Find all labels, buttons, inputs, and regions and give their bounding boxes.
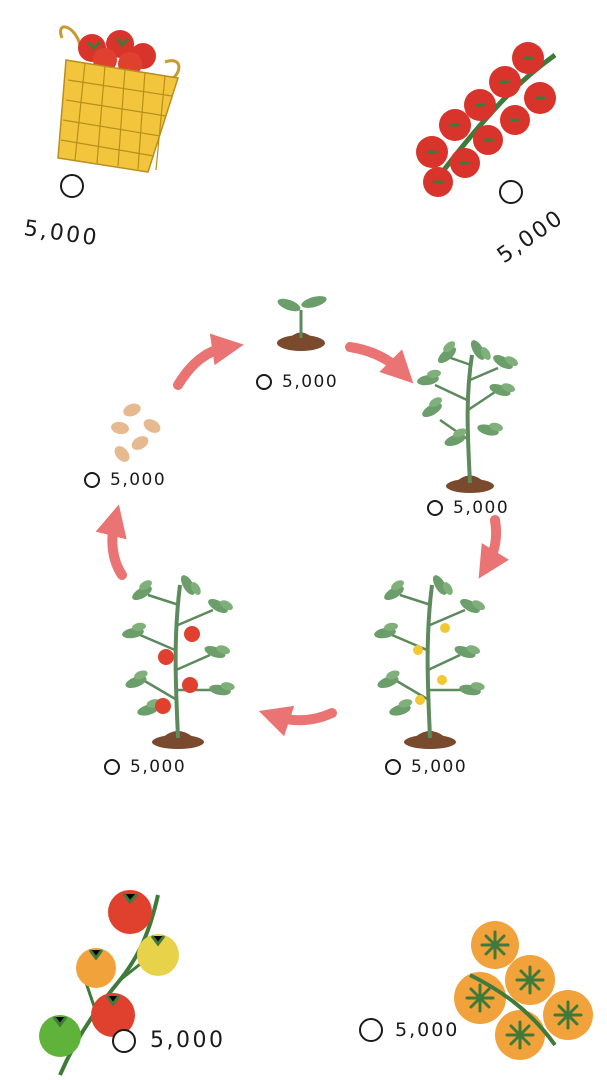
value-label: 5,000 [110, 470, 167, 490]
radio-button[interactable] [385, 759, 401, 775]
radio-button[interactable] [60, 174, 84, 198]
value-label: 5,000 [453, 498, 510, 518]
radio-button[interactable] [112, 1028, 136, 1053]
option-sprout[interactable]: 5,000 [256, 372, 338, 392]
orange-tomatoes-icon [454, 921, 593, 1060]
sprout-icon [277, 296, 327, 351]
arrow-fruiting-to-seeds [95, 504, 127, 580]
value-label: 5,000 [150, 1028, 226, 1053]
radio-button[interactable] [499, 180, 523, 204]
arrow-seeds-to-sprout [173, 333, 244, 390]
option-flowering-plant[interactable]: 5,000 [385, 757, 467, 777]
radio-button[interactable] [104, 759, 120, 775]
radio-button[interactable] [359, 1018, 383, 1042]
option-seeds[interactable]: 5,000 [84, 470, 166, 490]
cycle-arrows [95, 333, 510, 737]
value-label: 5,000 [395, 1019, 460, 1041]
radio-button[interactable] [427, 500, 443, 516]
radio-button[interactable] [84, 472, 100, 488]
value-label: 5,000 [130, 757, 187, 777]
option-orange-tomatoes[interactable]: 5,000 [359, 1018, 459, 1042]
option-young-plant[interactable]: 5,000 [427, 498, 509, 518]
radio-button[interactable] [256, 374, 272, 390]
seeds-icon [111, 403, 161, 462]
flowering-plant-icon [372, 570, 487, 749]
option-fruiting-plant[interactable]: 5,000 [104, 757, 186, 777]
tomato-vine-icon [416, 42, 557, 197]
option-mixed-tomatoes[interactable]: 5,000 [112, 1028, 225, 1053]
option-vine[interactable] [499, 180, 523, 204]
mixed-tomatoes-icon [39, 890, 179, 1076]
tomato-basket-icon [57, 25, 181, 173]
young-plant-icon [415, 335, 520, 493]
arrow-flowering-to-fruiting [258, 705, 337, 737]
option-basket[interactable] [60, 174, 84, 198]
fruiting-plant-icon [120, 570, 236, 749]
value-label: 5,000 [282, 372, 339, 392]
value-label: 5,000 [411, 757, 468, 777]
arrow-sprout-to-young [345, 342, 414, 384]
arrow-young-to-flowering [478, 515, 510, 579]
